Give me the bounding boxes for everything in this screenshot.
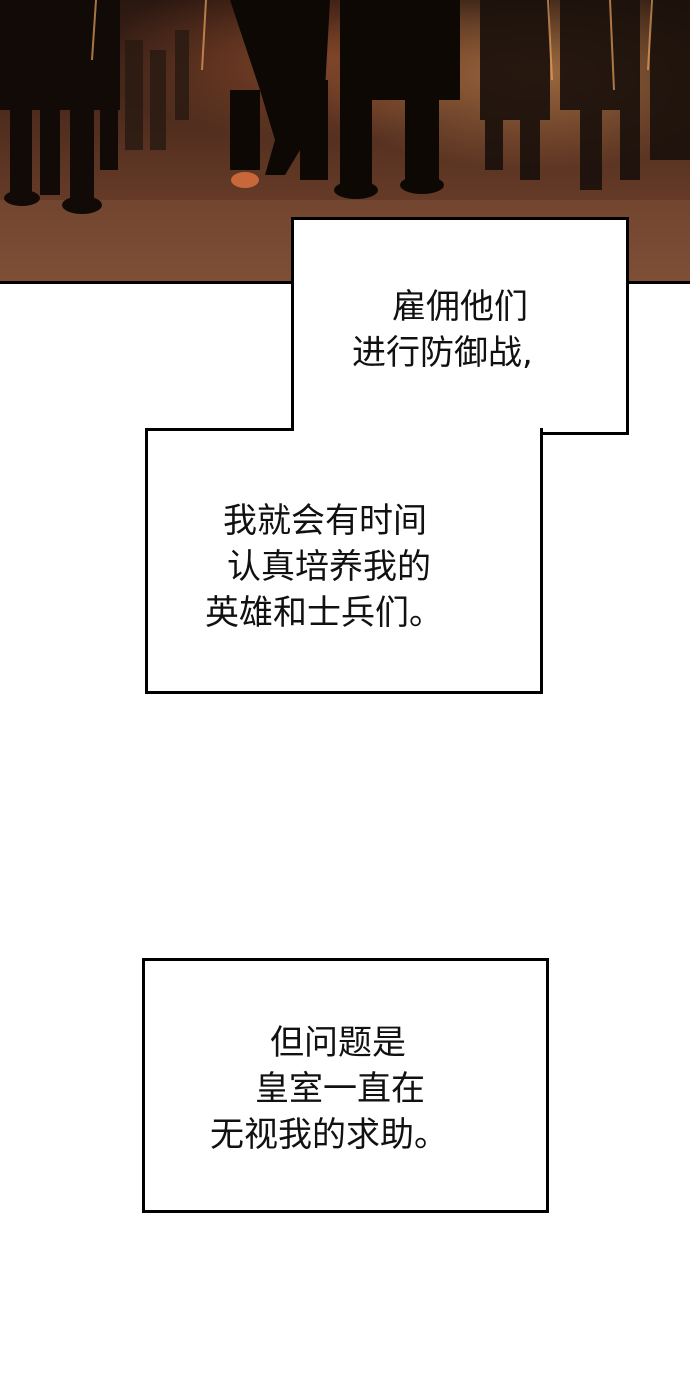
caption-join	[294, 428, 540, 434]
caption-text-3: 但问题是 皇室一直在 无视我的求助。	[210, 1020, 448, 1158]
caption-box-1	[291, 217, 629, 435]
caption-line: 皇室一直在	[255, 1069, 425, 1109]
caption-line: 雇佣他们	[392, 287, 528, 327]
caption-line: 但问题是	[270, 1023, 406, 1063]
caption-line: 无视我的求助。	[210, 1115, 448, 1155]
caption-line: 进行防御战,	[352, 333, 533, 373]
caption-text-2: 我就会有时间 认真培养我的 英雄和士兵们。	[205, 498, 443, 636]
caption-line: 我就会有时间	[223, 501, 427, 541]
caption-box-3	[142, 958, 549, 1213]
caption-text-1: 雇佣他们 进行防御战,	[352, 284, 533, 376]
caption-line: 英雄和士兵们。	[205, 593, 443, 633]
caption-line: 认真培养我的	[227, 547, 431, 587]
